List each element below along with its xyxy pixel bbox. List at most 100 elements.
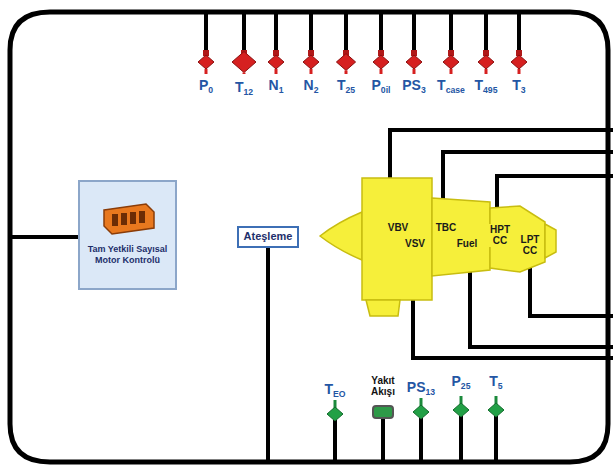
lpt-wire [530, 262, 613, 316]
sensor-probe [310, 69, 313, 74]
compressor-section [432, 198, 490, 276]
sensor-body [198, 55, 214, 69]
sensor-wire [274, 12, 278, 52]
signal-name: T25 [337, 78, 355, 93]
sensor-symbol [373, 406, 393, 462]
sensor-probe [450, 69, 453, 74]
sensor-symbol [198, 12, 214, 74]
sensor-wire [381, 418, 385, 462]
component-label: HPT CC [486, 224, 514, 247]
signal-name: T3 [512, 78, 525, 93]
sensor-body [453, 403, 469, 417]
fan-section [362, 178, 432, 300]
sensor-wire [242, 12, 246, 52]
sensor-symbol [443, 12, 459, 74]
sensor-symbol [268, 12, 284, 74]
sensor-probe [413, 69, 416, 74]
signal-index: 13 [426, 387, 436, 397]
signal-index: 12 [243, 87, 253, 97]
sensor-probe [243, 73, 246, 75]
signal-index: 25 [345, 85, 355, 95]
sensor-symbol [478, 12, 494, 74]
signal-letter: P [199, 77, 208, 93]
ecu-body [104, 204, 154, 234]
signal-letter: P [452, 373, 461, 389]
signal-name: T12 [235, 80, 253, 95]
signal-index: 2 [314, 85, 319, 95]
signal-index: 0 [208, 85, 213, 95]
signal-name: Tcase [437, 78, 465, 93]
sensor-symbol [373, 12, 389, 74]
sensor-symbol [406, 12, 422, 74]
sensor-wire [204, 12, 208, 52]
component-label: TBC [435, 222, 458, 234]
signal-letter: T [512, 77, 521, 93]
sensor-body [327, 407, 343, 421]
signal-letter: N [269, 77, 279, 93]
ecu-icon [98, 198, 158, 238]
sensor-body [232, 52, 256, 73]
signal-name: P0 [199, 78, 213, 93]
sensor-wire [309, 12, 313, 52]
signal-name: TEO [324, 382, 345, 397]
signal-index: 5 [498, 381, 503, 391]
sensor-body [303, 55, 319, 69]
signal-name: N1 [269, 78, 284, 93]
signal-name: PS13 [407, 380, 435, 395]
sensor-body [511, 55, 527, 69]
signal-letter: N [304, 77, 314, 93]
signal-name: PS3 [402, 78, 426, 93]
ignition-wire [266, 240, 270, 462]
ecu-connector [112, 214, 118, 226]
sensor-wire [484, 12, 488, 52]
sensor-body [488, 403, 504, 417]
ecu-connector [121, 213, 127, 225]
signal-name: P25 [452, 374, 471, 389]
ecu-connector [139, 211, 145, 223]
sensor-body [373, 55, 389, 69]
sensor-wire [517, 12, 521, 52]
signal-letter: PS [407, 379, 426, 395]
sensor-body [443, 55, 459, 69]
sensor-symbol [327, 400, 343, 462]
sensor-wire [494, 416, 498, 462]
signal-name: T5 [489, 374, 502, 389]
sensor-wire [459, 416, 463, 462]
signal-index: EO [333, 389, 346, 399]
signal-letter: T [489, 373, 498, 389]
engine-illustration [320, 178, 556, 316]
exhaust [545, 224, 556, 258]
wiring-frame [10, 12, 608, 462]
sensor-symbol [232, 12, 256, 74]
sensor-symbol [511, 12, 527, 74]
sensor-wire [419, 418, 423, 462]
sensor-wire [333, 420, 337, 462]
signal-letter: T [437, 77, 446, 93]
sensor-wire [344, 12, 348, 52]
sensor-body [336, 54, 355, 71]
sensor-symbol [453, 396, 469, 462]
nose-cone [320, 212, 362, 260]
sensor-body [413, 405, 429, 419]
sensor-body [268, 55, 284, 69]
sensor-probe [380, 69, 383, 74]
signal-name: T495 [474, 78, 497, 93]
signal-letter: T [337, 77, 346, 93]
sensor-symbol [303, 12, 319, 74]
signal-letter: PS [402, 77, 421, 93]
signal-index: 25 [461, 381, 471, 391]
sensor-probe [205, 69, 208, 74]
signal-index: 3 [521, 85, 526, 95]
signal-name: N2 [304, 78, 319, 93]
sensor-wire [379, 12, 383, 52]
ecu-connector [130, 212, 136, 224]
sensor-probe [518, 69, 521, 74]
sensor-probe [275, 69, 278, 74]
sensor-probe [485, 69, 488, 74]
sensor-symbol [413, 398, 429, 462]
component-label: LPT CC [516, 234, 544, 257]
controller-box: Tam Yetkili Sayısal Motor Kontrolü [78, 180, 177, 290]
signal-name: P0il [372, 78, 391, 93]
sensor-probe [345, 70, 348, 74]
